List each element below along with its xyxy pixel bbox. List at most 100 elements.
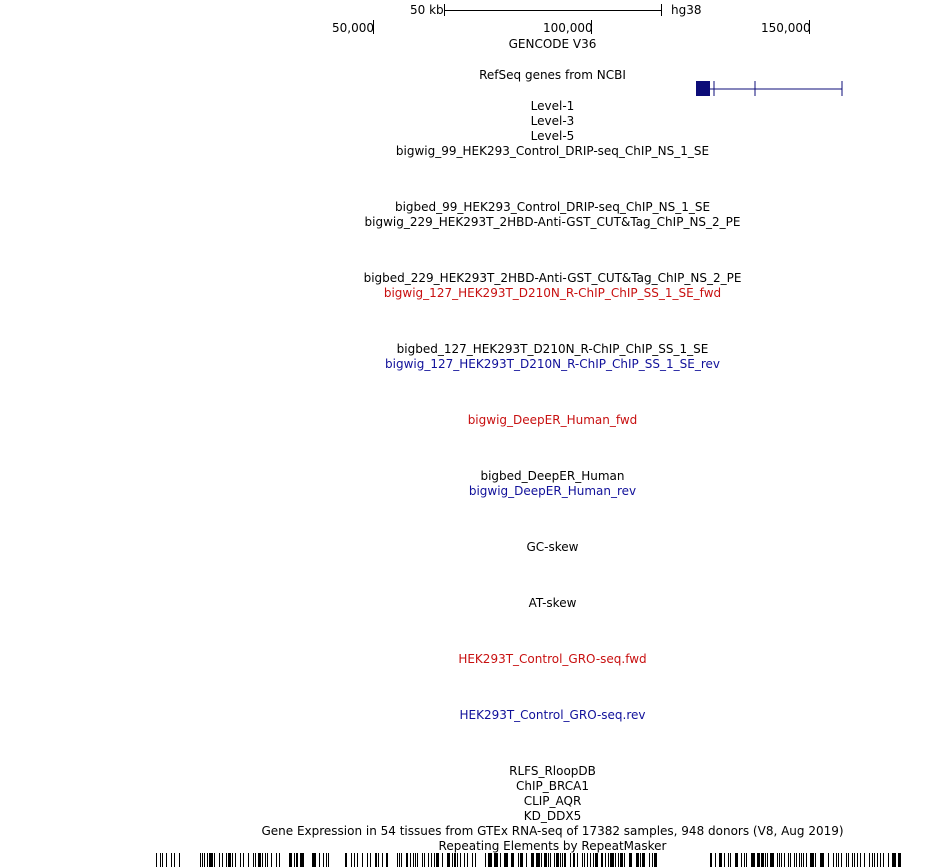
track-label-deeper-fwd[interactable]: bigwig_DeepER_Human_fwd [467, 413, 638, 427]
track-label-level5[interactable]: Level-5 [530, 129, 575, 143]
repeat-element-mark [276, 853, 277, 867]
repeat-element-mark [560, 853, 561, 867]
repeat-element-mark [452, 853, 453, 867]
track-label-bigwig-229[interactable]: bigwig_229_HEK293T_2HBD-Anti-GST_CUT&Tag… [364, 215, 741, 229]
repeat-element-mark [544, 853, 547, 867]
repeat-element-mark [584, 853, 585, 867]
track-label-chip-brca1[interactable]: ChIP_BRCA1 [516, 779, 589, 793]
repeat-element-mark [202, 853, 203, 867]
repeat-element-mark [624, 853, 625, 867]
repeat-element-mark [767, 853, 768, 867]
repeat-element-mark [319, 853, 320, 867]
repeat-element-mark [564, 853, 566, 867]
track-label-at-skew[interactable]: AT-skew [528, 596, 577, 610]
repeat-element-mark [608, 853, 609, 867]
repeat-element-mark [746, 853, 747, 867]
repeat-element-mark [728, 853, 729, 867]
repeat-element-mark [841, 853, 842, 867]
repeat-element-mark [892, 853, 896, 867]
track-label-level3[interactable]: Level-3 [530, 114, 575, 128]
track-label-level1[interactable]: Level-1 [530, 99, 575, 113]
repeat-element-mark [784, 853, 785, 867]
repeat-element-mark [267, 853, 268, 867]
position-tick-2 [591, 20, 592, 34]
base-position-ruler: 50 kb hg38 50,000 100,000 150,000 [0, 0, 950, 60]
repeat-element-mark [488, 853, 492, 867]
repeat-element-mark [820, 853, 824, 867]
repeat-element-mark [833, 853, 834, 867]
repeat-element-mark [511, 853, 514, 867]
repeat-element-mark [399, 853, 400, 867]
track-label-kd-ddx5[interactable]: KD_DDX5 [523, 809, 582, 823]
repeat-element-mark [265, 853, 266, 867]
repeat-element-mark [248, 853, 249, 867]
scale-bar-label: 50 kb [410, 3, 444, 17]
track-label-deeper-bed[interactable]: bigbed_DeepER_Human [480, 469, 625, 483]
repeat-element-mark [531, 853, 534, 867]
repeat-element-mark [815, 853, 816, 867]
repeat-element-mark [854, 853, 855, 867]
repeat-element-mark [271, 853, 272, 867]
repeat-element-mark [378, 853, 379, 867]
repeat-element-mark [464, 853, 465, 867]
track-label-bigwig-99[interactable]: bigwig_99_HEK293_Control_DRIP-seq_ChIP_N… [395, 144, 710, 158]
track-label-bigbed-229[interactable]: bigbed_229_HEK293T_2HBD-Anti-GST_CUT&Tag… [363, 271, 742, 285]
track-label-deeper-rev[interactable]: bigwig_DeepER_Human_rev [468, 484, 637, 498]
repeat-element-mark [357, 853, 358, 867]
repeat-element-mark [485, 853, 486, 867]
repeat-element-mark [541, 853, 542, 867]
repeat-element-mark [289, 853, 292, 867]
track-label-gtex[interactable]: Gene Expression in 54 tissues from GTEx … [261, 824, 844, 838]
track-label-refseq[interactable]: RefSeq genes from NCBI [479, 68, 626, 82]
repeat-element-mark [467, 853, 468, 867]
track-label-rlfs[interactable]: RLFS_RloopDB [509, 764, 596, 778]
refseq-gene-feature[interactable] [690, 78, 850, 98]
repeat-element-mark [386, 853, 388, 867]
repeat-element-mark [562, 853, 563, 867]
repeat-element-mark [781, 853, 782, 867]
repeat-element-mark [898, 853, 901, 867]
repeat-element-mark [156, 853, 157, 867]
track-label-gro-fwd[interactable]: HEK293T_Control_GRO-seq.fwd [458, 652, 647, 666]
repeat-element-mark [354, 853, 355, 867]
repeat-element-mark [640, 853, 641, 867]
repeat-element-mark [222, 853, 223, 867]
repeat-element-mark [232, 853, 233, 867]
repeat-element-mark [788, 853, 789, 867]
repeat-element-mark [255, 853, 256, 867]
repeat-element-mark [279, 853, 280, 867]
repeat-element-mark [642, 853, 645, 867]
repeat-element-mark [351, 853, 352, 867]
position-tick-1 [373, 20, 374, 34]
repeat-element-mark [595, 853, 598, 867]
repeat-element-mark [328, 853, 329, 867]
repeat-element-mark [582, 853, 583, 867]
repeat-element-mark [710, 853, 712, 867]
repeat-element-mark [240, 853, 241, 867]
track-label-repeatmasker[interactable]: Repeating Elements by RepeatMasker [438, 839, 667, 853]
repeat-element-mark [880, 853, 881, 867]
repeat-element-mark [500, 853, 501, 867]
repeatmasker-features[interactable] [0, 852, 950, 868]
repeat-element-mark [605, 853, 606, 867]
track-label-gc-skew[interactable]: GC-skew [526, 540, 579, 554]
repeat-element-mark [570, 853, 571, 867]
track-label-bigbed-127[interactable]: bigbed_127_HEK293T_D210N_R-ChIP_ChIP_SS_… [396, 342, 709, 356]
track-label-bigwig-127-rev[interactable]: bigwig_127_HEK293T_D210N_R-ChIP_ChIP_SS_… [385, 357, 720, 371]
repeat-element-mark [852, 853, 853, 867]
repeat-element-mark [243, 853, 244, 867]
repeat-element-mark [422, 853, 423, 867]
repeat-element-mark [601, 853, 603, 867]
repeat-element-mark [590, 853, 591, 867]
repeat-element-mark [258, 853, 261, 867]
repeat-element-mark [209, 853, 213, 867]
track-label-bigbed-99[interactable]: bigbed_99_HEK293_Control_DRIP-seq_ChIP_N… [394, 200, 711, 214]
repeat-element-mark [406, 853, 408, 867]
track-label-gencode[interactable]: GENCODE V36 [508, 37, 597, 51]
repeat-element-mark [413, 853, 414, 867]
track-label-clip-aqr[interactable]: CLIP_AQR [523, 794, 582, 808]
track-label-gro-rev[interactable]: HEK293T_Control_GRO-seq.rev [459, 708, 646, 722]
repeat-element-mark [629, 853, 632, 867]
track-label-bigwig-127-fwd[interactable]: bigwig_127_HEK293T_D210N_R-ChIP_ChIP_SS_… [383, 286, 722, 300]
repeat-element-mark [166, 853, 167, 867]
